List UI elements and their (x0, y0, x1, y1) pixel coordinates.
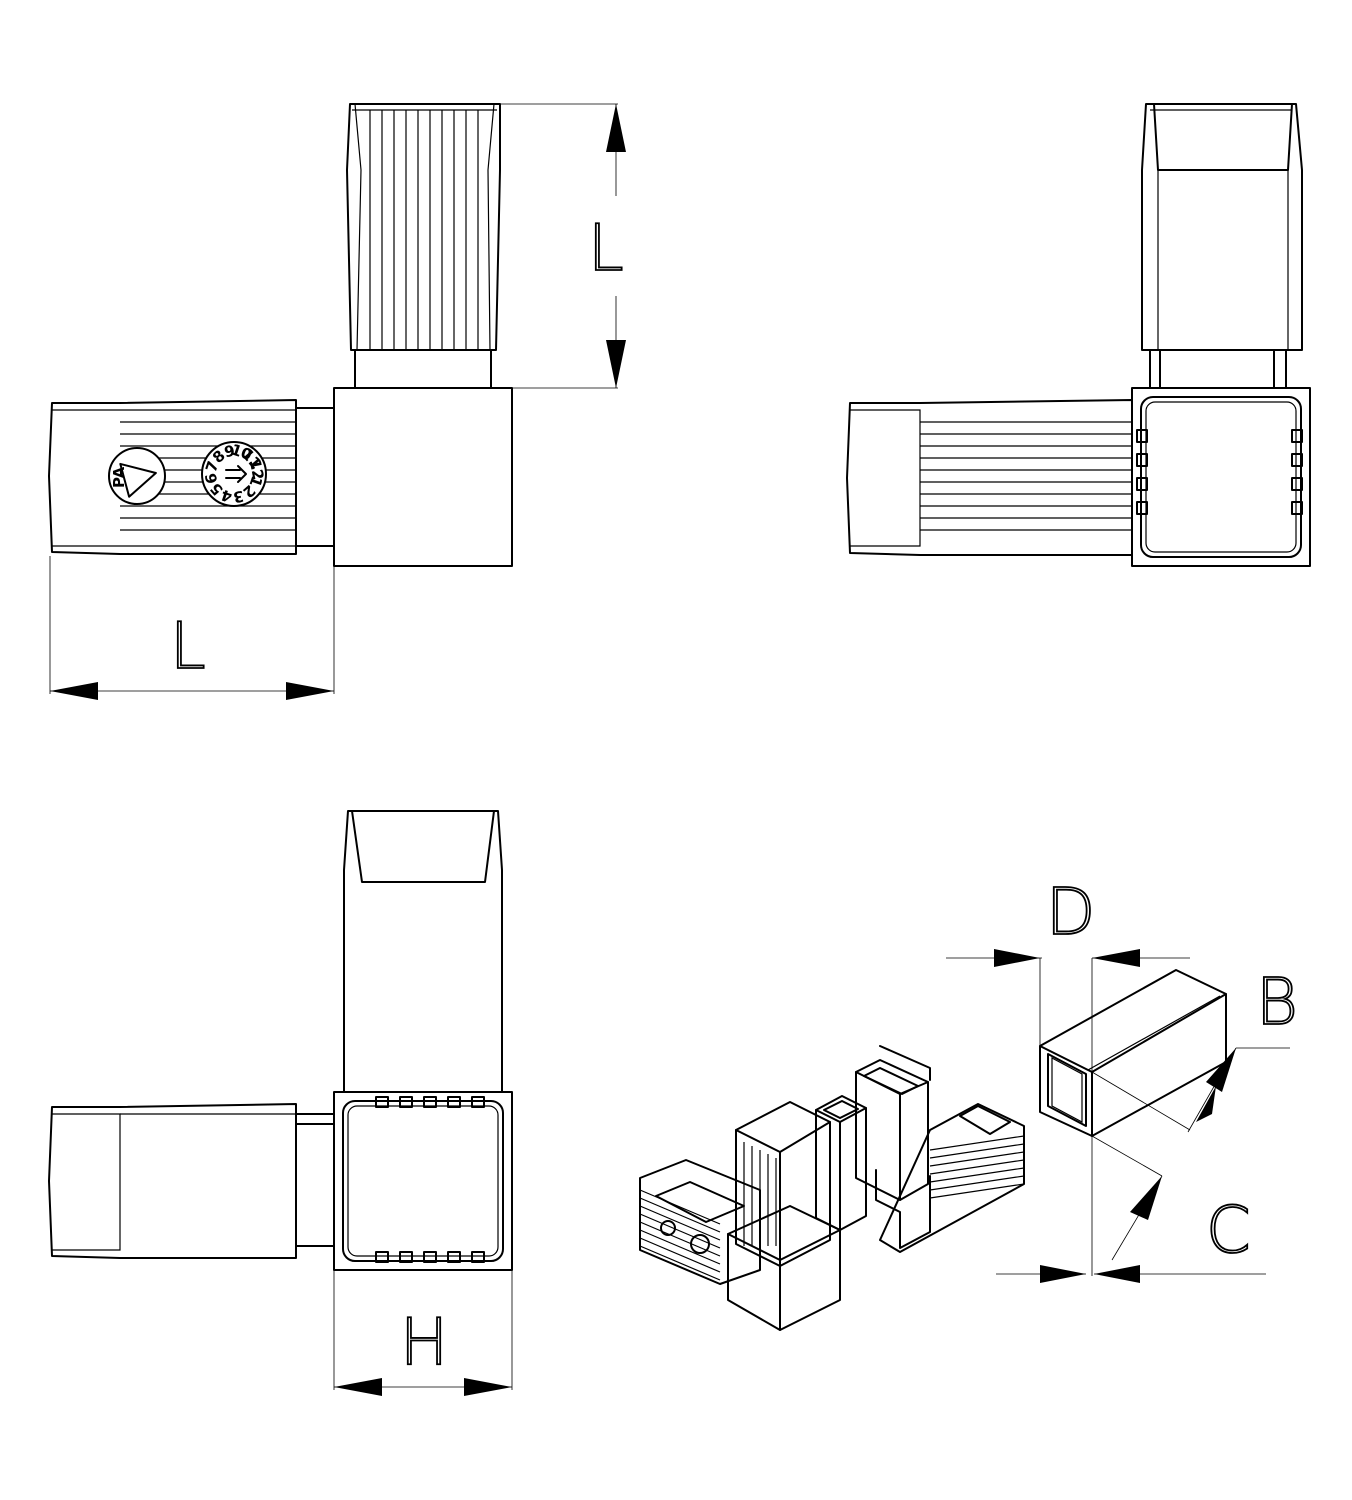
dimension-l-horizontal: L (49, 556, 335, 700)
dimension-label-l-horizontal: L (170, 610, 206, 684)
date-wheel-digit: 9 (223, 442, 237, 462)
date-wheel-digit: 12 (246, 458, 268, 482)
dimension-label-c: C (1206, 1194, 1251, 1268)
back-view (846, 103, 1311, 567)
date-wheel-digit: 6 (202, 472, 222, 486)
dimension-l-vertical: L (500, 103, 626, 389)
square-tube-detail (1039, 969, 1227, 1137)
dimension-label-b: B (1256, 966, 1298, 1040)
dimension-c: C (996, 1135, 1266, 1283)
front-view-block (333, 387, 513, 567)
isometric-assembly: D B C (639, 875, 1299, 1331)
date-wheel-digit: 10 (229, 440, 255, 464)
dimension-label-d: D (1046, 876, 1095, 950)
dimension-h: H (333, 1270, 513, 1396)
recycling-mark: PA (108, 447, 166, 505)
front-view-vertical-spigot (346, 103, 501, 351)
dimension-d: D (946, 875, 1190, 1276)
dimension-label-l-vertical: L (588, 212, 624, 286)
dimension-b: B (1091, 965, 1299, 1133)
material-mark: PA (110, 466, 128, 488)
date-wheel-digit: 3 (232, 487, 246, 507)
side-view: H (48, 810, 513, 1396)
dimension-label-h: H (400, 1306, 448, 1380)
